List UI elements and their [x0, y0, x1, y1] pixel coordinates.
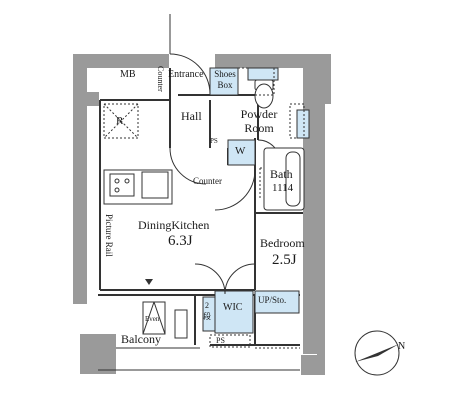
powder-room-label-line1: Powder — [240, 107, 278, 121]
counter-vertical-label: Counter — [156, 66, 165, 92]
balcony — [98, 301, 300, 371]
ps-top-label: PS — [210, 137, 218, 145]
storage-areas — [202, 67, 310, 334]
compass-icon — [354, 330, 400, 376]
window-marker — [145, 279, 153, 285]
toilet — [254, 79, 274, 109]
up-storage-label: UP/Sto. — [258, 295, 287, 305]
bathtub — [259, 147, 305, 211]
powder-room-label-line2: Room — [244, 121, 274, 135]
mb-label: MB — [120, 69, 136, 80]
interior-walls — [98, 68, 303, 346]
ps-duct — [209, 334, 300, 349]
door-swings — [169, 14, 281, 295]
shelf-dan-label: 段 — [203, 312, 211, 321]
entrance-label: Entrance — [168, 69, 204, 80]
refrigerator-label: R — [116, 115, 124, 127]
washer-label: W — [235, 145, 246, 157]
counter-label: Counter — [193, 176, 222, 186]
dining-kitchen-label: DiningKitchen — [138, 218, 210, 232]
even-label: Even — [145, 315, 160, 323]
bedroom-size: 2.5J — [272, 252, 297, 268]
shelf-2-label: 2 — [205, 301, 209, 310]
shoes-box-label-line1: Shoes — [214, 69, 236, 79]
compass-north-label: N — [398, 341, 406, 352]
ps-bottom-label: PS — [216, 336, 225, 345]
kitchen-counter — [103, 169, 173, 205]
bath-size-label: 1114 — [272, 182, 294, 194]
bedroom-label: Bedroom — [260, 236, 305, 250]
closet-outlines — [237, 67, 305, 139]
bath-label: Bath — [270, 167, 293, 181]
refrigerator-space — [103, 103, 139, 139]
hall-label: Hall — [181, 109, 202, 123]
wic-label: WIC — [223, 302, 243, 313]
picture-rail-label: Picture Rail — [104, 214, 114, 257]
balcony-label: Balcony — [121, 332, 161, 346]
dining-kitchen-size: 6.3J — [168, 233, 193, 249]
shoes-box-label-line2: Box — [217, 80, 233, 90]
